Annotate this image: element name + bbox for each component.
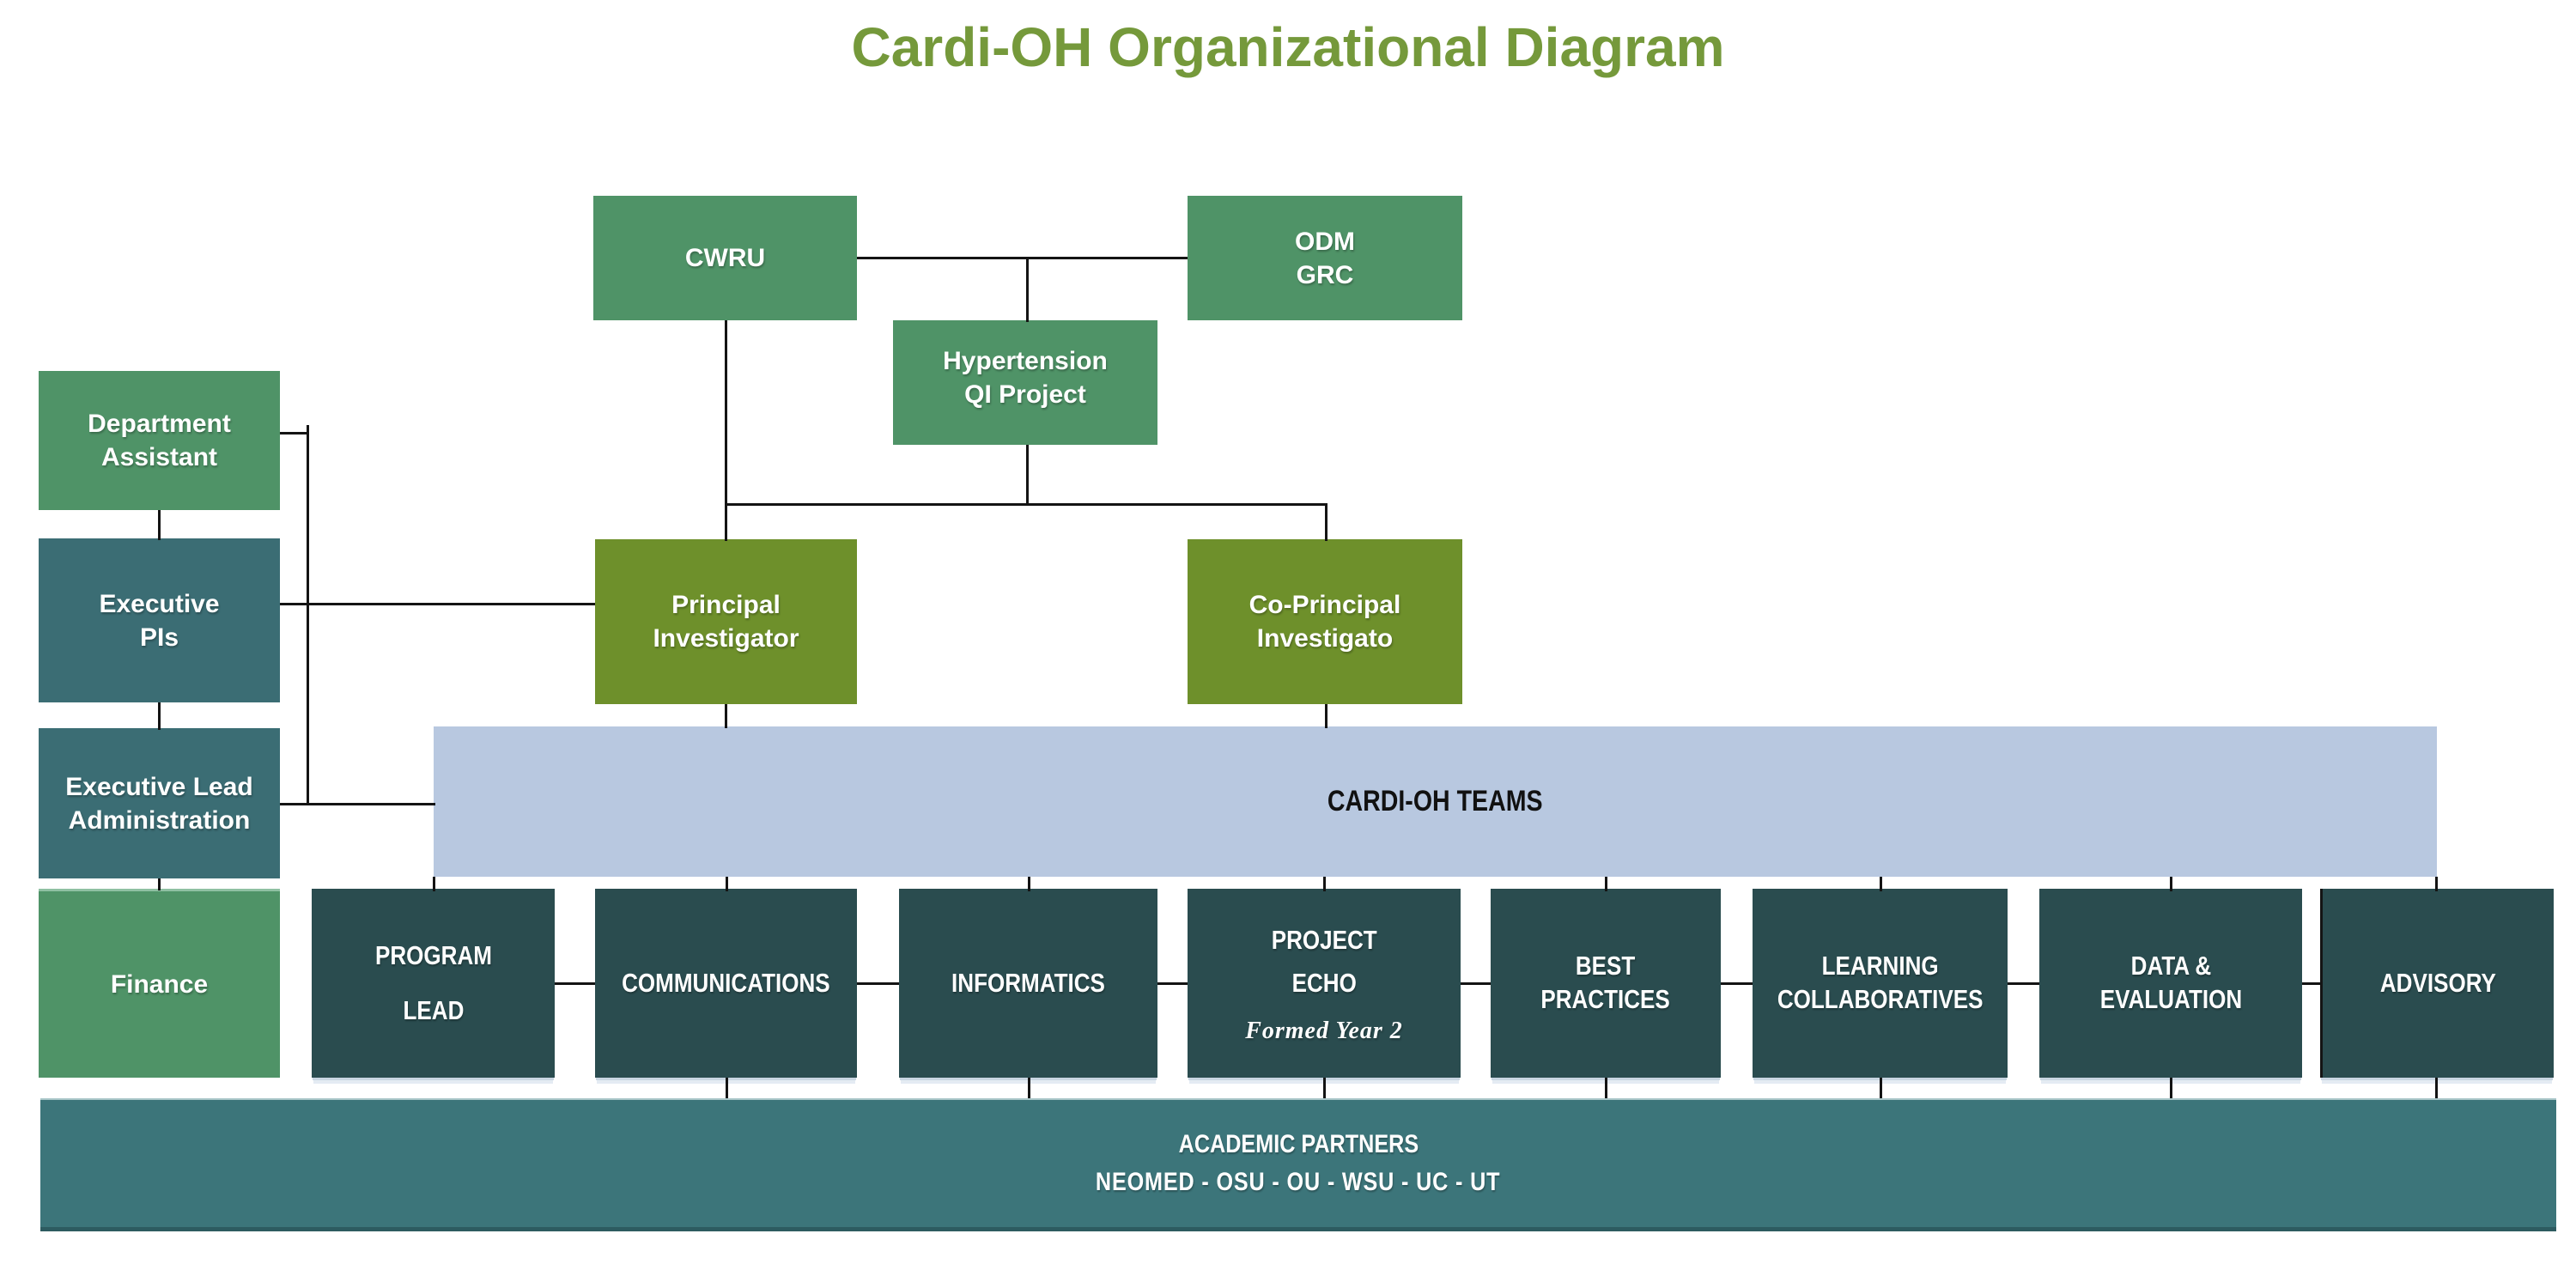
- team-project-echo: PROJECT ECHO Formed Year 2: [1188, 889, 1461, 1078]
- connector-advisory-academic: [2435, 1078, 2438, 1098]
- team-informatics-label: INFORMATICS: [951, 967, 1105, 998]
- connector-best-academic: [1605, 1078, 1607, 1098]
- connector-execpis-to-execlead: [158, 702, 161, 730]
- box-odm-grc: ODM GRC: [1188, 196, 1462, 320]
- team-best-practices-label: BEST PRACTICES: [1540, 951, 1671, 1014]
- connector-bar-data-evaluation: [2170, 877, 2172, 891]
- connector-bar-communications: [726, 877, 728, 891]
- cardi-oh-teams-label: CARDI-OH TEAMS: [1327, 785, 1543, 817]
- connector-bar-informatics: [1028, 877, 1030, 891]
- box-principal-investigator: Principal Investigator: [595, 539, 857, 704]
- academic-partners-title: ACADEMIC PARTNERS: [1178, 1130, 1419, 1158]
- academic-partners-bar: ACADEMIC PARTNERS NEOMED - OSU - OU - WS…: [40, 1098, 2556, 1231]
- connector-bar-learning-collaboratives: [1880, 877, 1882, 891]
- team-communications-label: COMMUNICATIONS: [622, 967, 830, 998]
- connector-execlead-to-teamsbar: [280, 803, 435, 805]
- team-communications: COMMUNICATIONS: [595, 889, 857, 1078]
- team-best-practices: BEST PRACTICES: [1491, 889, 1721, 1078]
- connector-bar-advisory: [2435, 877, 2438, 891]
- connector-bar-program-lead: [433, 877, 435, 891]
- team-data-evaluation: DATA & EVALUATION: [2039, 889, 2302, 1078]
- connector-comm-info: [857, 982, 899, 985]
- connector-echo-academic: [1323, 1078, 1326, 1098]
- connector-bar-project-echo: [1323, 877, 1326, 891]
- team-program-lead-label: PROGRAM LEAD: [374, 940, 492, 1025]
- connector-pi-to-teams: [725, 704, 727, 728]
- connector-cwru-down: [725, 320, 727, 506]
- connector-pi-copi-branch: [725, 503, 1327, 506]
- connector-learning-academic: [1880, 1078, 1882, 1098]
- connector-bar-best-practices: [1605, 877, 1607, 891]
- connector-dept-right: [280, 432, 309, 434]
- connector-to-pi: [725, 503, 727, 541]
- connector-to-copi: [1325, 503, 1327, 541]
- connector-best-learning: [1721, 982, 1753, 985]
- connector-data-advisory: [2302, 982, 2320, 985]
- team-advisory: ADVISORY: [2320, 889, 2554, 1078]
- connector-communications-academic: [726, 1078, 728, 1098]
- team-project-echo-label: PROJECT ECHO: [1271, 925, 1377, 998]
- team-learning-collaboratives-label: LEARNING COLLABORATIVES: [1777, 951, 1984, 1014]
- connector-cwru-odm: [857, 257, 1188, 259]
- connector-execlead-to-finance: [158, 878, 161, 890]
- box-co-principal-investigator: Co-Principal Investigato: [1188, 539, 1462, 704]
- box-cwru: CWRU: [593, 196, 857, 320]
- box-hypertension-qi-project: Hypertension QI Project: [893, 320, 1157, 445]
- diagram-title: Cardi-OH Organizational Diagram: [851, 16, 1725, 78]
- team-project-echo-note: Formed Year 2: [1245, 1018, 1403, 1045]
- connector-learning-data: [2008, 982, 2039, 985]
- connector-execpis-to-pi: [280, 603, 595, 605]
- academic-partners-list: NEOMED - OSU - OU - WSU - UC - UT: [1096, 1168, 1501, 1196]
- cardi-oh-teams-bar: CARDI-OH TEAMS: [434, 726, 2437, 877]
- box-department-assistant: Department Assistant: [39, 371, 280, 510]
- connector-copi-to-teams: [1325, 704, 1327, 728]
- connector-pl-comm: [555, 982, 595, 985]
- team-informatics: INFORMATICS: [899, 889, 1157, 1078]
- connector-echo-best: [1461, 982, 1491, 985]
- connector-data-academic: [2170, 1078, 2172, 1098]
- team-data-evaluation-label: DATA & EVALUATION: [2099, 951, 2242, 1014]
- box-executive-lead-administration: Executive Lead Administration: [39, 728, 280, 878]
- connector-hypertension-down: [1026, 445, 1029, 506]
- box-finance: Finance: [39, 889, 280, 1078]
- connector-dept-to-execpis: [158, 510, 161, 540]
- team-learning-collaboratives: LEARNING COLLABORATIVES: [1753, 889, 2008, 1078]
- connector-info-echo: [1157, 982, 1188, 985]
- team-advisory-label: ADVISORY: [2379, 967, 2497, 998]
- box-executive-pis: Executive PIs: [39, 538, 280, 702]
- team-program-lead: PROGRAM LEAD: [312, 889, 555, 1078]
- connector-informatics-academic: [1028, 1078, 1030, 1098]
- connector-left-spine: [307, 425, 309, 805]
- connector-drop-hypertension: [1026, 257, 1029, 322]
